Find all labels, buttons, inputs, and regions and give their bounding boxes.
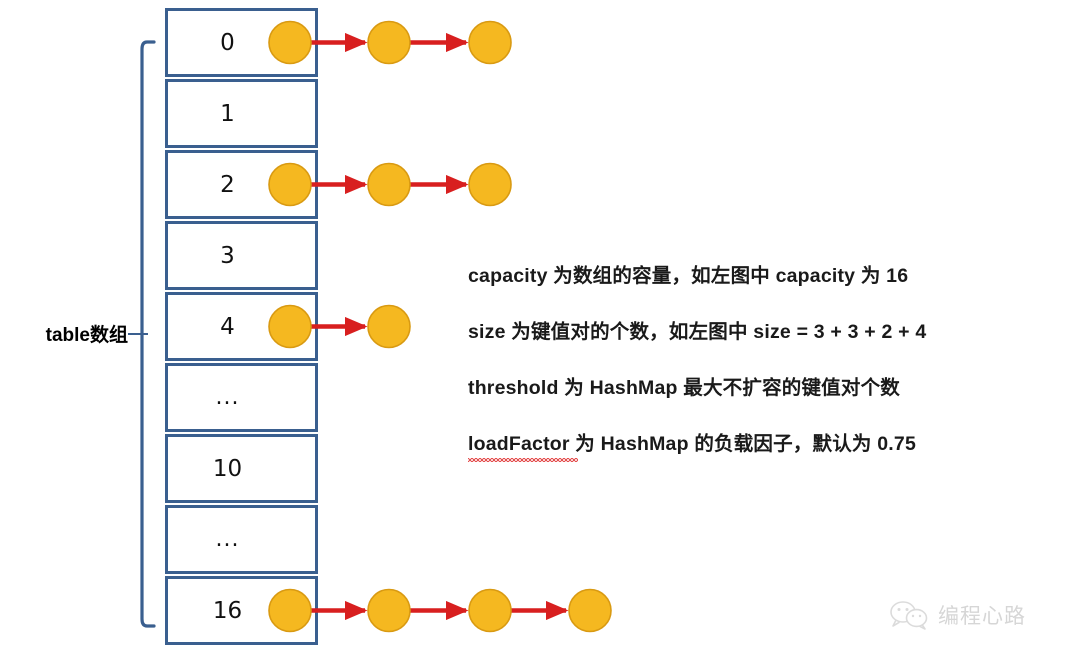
- watermark-text: 编程心路: [938, 604, 1026, 628]
- chain-node: [367, 162, 411, 207]
- table-cell-index: 16: [212, 597, 243, 624]
- chain-node: [367, 20, 411, 65]
- description-notes: capacity 为数组的容量，如左图中 capacity 为 16 size 为…: [468, 248, 1068, 472]
- note-line: threshold 为 HashMap 最大不扩容的键值对个数: [468, 360, 1068, 416]
- table-array: 0 1 2 3 4... 10... 16: [165, 8, 318, 647]
- table-cell: ...: [165, 505, 318, 574]
- chain-node: [468, 162, 512, 207]
- note-line: size 为键值对的个数，如左图中 size = 3 + 3 + 2 + 4: [468, 304, 1068, 360]
- chain-node: [468, 588, 512, 633]
- table-cell-index: 4: [220, 313, 235, 340]
- array-brace: [140, 40, 156, 628]
- table-cell: 4: [165, 292, 318, 361]
- note-line-text: size 为键值对的个数，如左图中 size = 3 + 3 + 2 + 4: [468, 321, 927, 343]
- chain-node: [367, 588, 411, 633]
- table-cell-index: 1: [220, 100, 235, 127]
- table-cell-index: 10: [212, 455, 243, 482]
- table-cell: 0: [165, 8, 318, 77]
- table-cell: 16: [165, 576, 318, 645]
- table-cell: 10: [165, 434, 318, 503]
- spellcheck-underline: [468, 458, 578, 462]
- table-cell-index: 2: [220, 171, 235, 198]
- note-line: loadFactor 为 HashMap 的负载因子，默认为 0.75: [468, 416, 1068, 472]
- table-cell-index: ...: [215, 385, 240, 410]
- chain-node: [468, 20, 512, 65]
- note-line-text: loadFactor 为 HashMap 的负载因子，默认为 0.75: [468, 433, 916, 455]
- table-cell: ...: [165, 363, 318, 432]
- table-cell-index: 0: [220, 29, 235, 56]
- note-line-text: capacity 为数组的容量，如左图中 capacity 为 16: [468, 265, 909, 287]
- table-cell-index: ...: [215, 527, 240, 552]
- table-cell-index: 3: [220, 242, 235, 269]
- chain-node: [568, 588, 612, 633]
- table-cell: 1: [165, 79, 318, 148]
- label-connector-line: [128, 333, 148, 335]
- chain-node: [367, 304, 411, 349]
- wechat-icon: [890, 601, 928, 630]
- table-array-label: table数组: [45, 325, 128, 346]
- table-cell: 2: [165, 150, 318, 219]
- table-cell: 3: [165, 221, 318, 290]
- note-line-text: threshold 为 HashMap 最大不扩容的键值对个数: [468, 377, 900, 399]
- note-line: capacity 为数组的容量，如左图中 capacity 为 16: [468, 248, 1068, 304]
- watermark: 编程心路: [890, 600, 1026, 630]
